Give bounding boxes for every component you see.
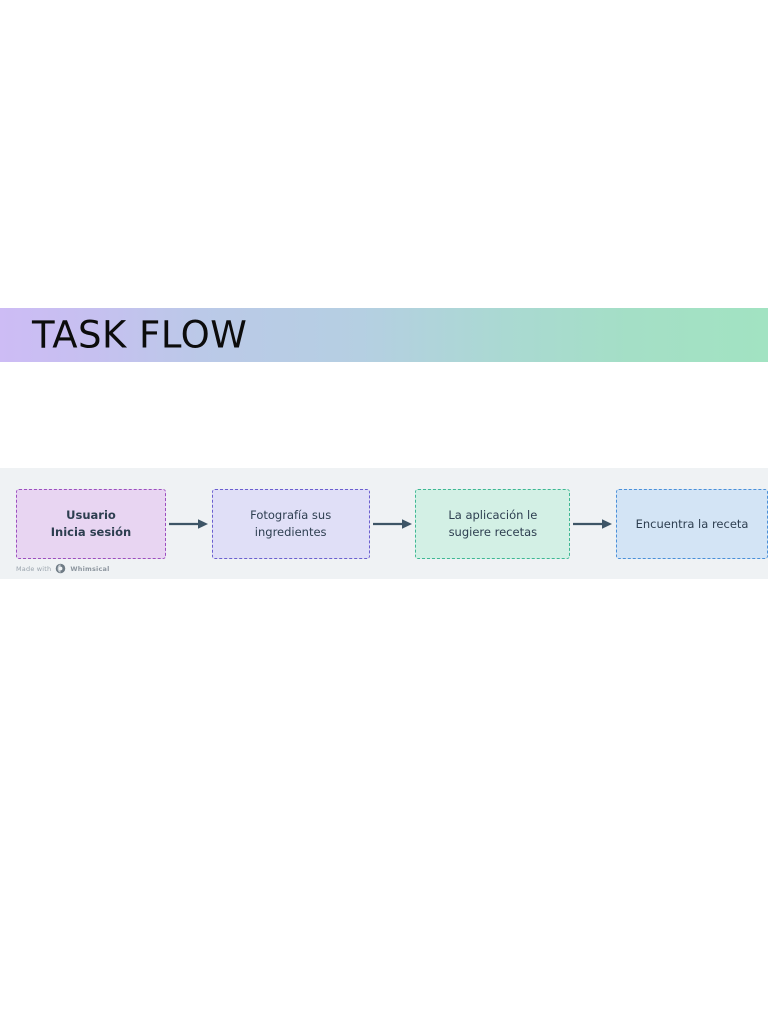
flow-node-label: La aplicación le sugiere recetas <box>448 508 538 539</box>
task-flow-banner: TASK FLOW <box>0 308 768 362</box>
arrow-right-icon <box>168 519 208 529</box>
flow-sequence: Usuario Inicia sesión Fotografía sus ing… <box>0 489 768 559</box>
flow-node-usuario-inicia-sesion[interactable]: Usuario Inicia sesión <box>16 489 166 559</box>
flow-node-label: Usuario Inicia sesión <box>50 508 132 539</box>
whimsical-watermark: Made with Whimsical <box>16 563 110 574</box>
flow-node-encuentra-la-receta[interactable]: Encuentra la receta <box>616 489 768 559</box>
arrow-right-icon <box>573 519 613 529</box>
arrow-right-icon <box>372 519 412 529</box>
flow-arrow-1 <box>166 517 212 531</box>
task-flow-diagram: Usuario Inicia sesión Fotografía sus ing… <box>0 468 768 579</box>
page-title: TASK FLOW <box>32 313 248 357</box>
flow-node-label: Encuentra la receta <box>635 516 749 531</box>
flow-node-fotografia-sus-ingredientes[interactable]: Fotografía sus ingredientes <box>211 489 370 559</box>
flow-node-la-aplicacion-le-sugiere-recetas[interactable]: La aplicación le sugiere recetas <box>415 489 571 559</box>
flow-arrow-3 <box>570 517 616 531</box>
flow-node-label: Fotografía sus ingredientes <box>250 508 332 539</box>
watermark-brand-label: Whimsical <box>70 564 110 573</box>
flow-arrow-2 <box>370 517 416 531</box>
whimsical-logo-icon <box>56 563 66 574</box>
watermark-prefix-label: Made with <box>16 564 52 573</box>
